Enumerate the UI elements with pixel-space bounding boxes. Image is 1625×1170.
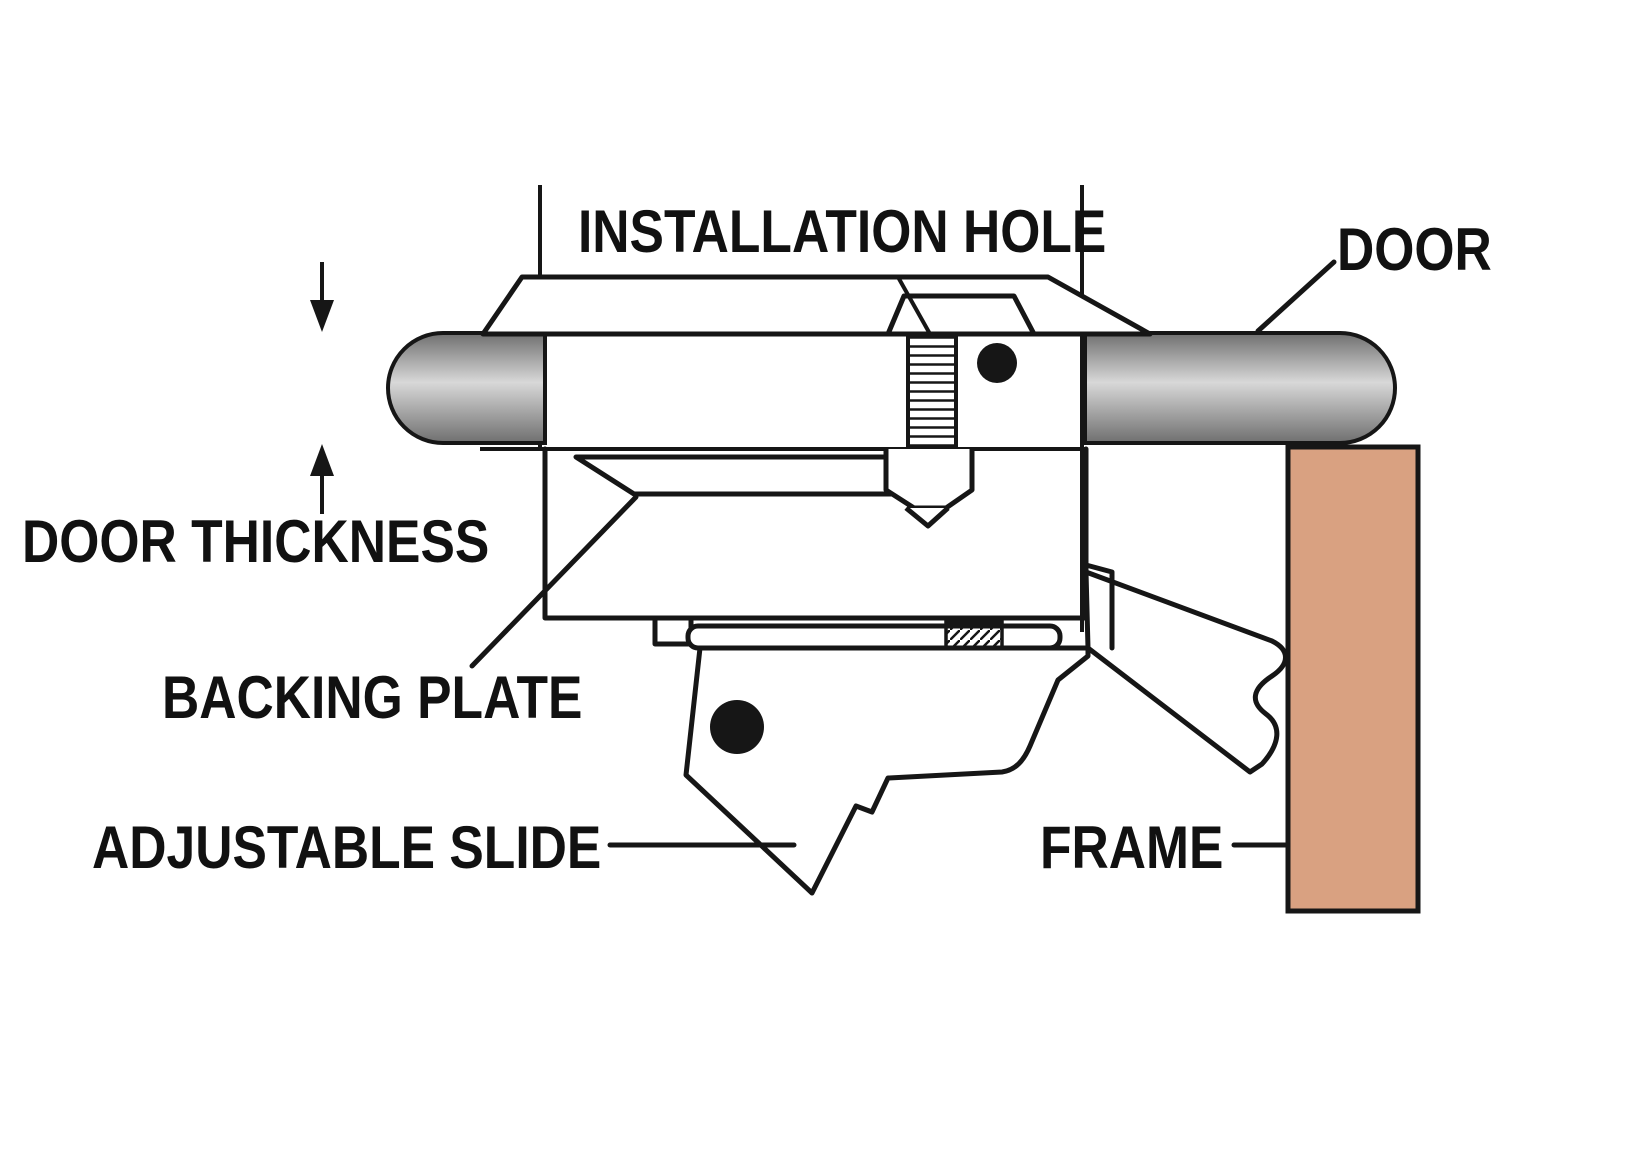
installation-hole-label: INSTALLATION HOLE	[577, 198, 1107, 265]
arrow-down-icon	[310, 300, 334, 332]
adjustable-slide-pawl	[683, 645, 1091, 896]
door-slab-right	[1083, 331, 1397, 445]
housing-tab	[652, 615, 694, 647]
door-label: DOOR	[1337, 216, 1492, 283]
slide-rivet-dot	[710, 700, 764, 754]
leader-backing-plate	[469, 494, 639, 669]
spring-washer	[944, 620, 1004, 650]
latch-bezel	[480, 274, 1153, 337]
slide-pivot-bar	[685, 623, 1063, 651]
screw-pocket	[885, 293, 1037, 337]
arrow-up-icon	[310, 444, 334, 476]
screw-nut-tip	[904, 506, 950, 529]
leader-door	[1255, 259, 1337, 334]
frame-bracket	[1083, 569, 1288, 775]
adjusting-screw	[906, 334, 958, 450]
frame-cross-section	[1285, 444, 1421, 914]
latch-housing	[542, 446, 1089, 621]
door-thickness-label: DOOR THICKNESS	[22, 508, 490, 575]
bezel-detail-line	[896, 276, 932, 335]
screw-head-dot	[977, 343, 1017, 383]
backing-plate-label: BACKING PLATE	[162, 664, 583, 731]
frame-label: FRAME	[1040, 814, 1224, 881]
latch-housing-step	[1083, 562, 1115, 651]
adjustable-slide-label: ADJUSTABLE SLIDE	[92, 814, 602, 881]
door-slab-left	[386, 331, 547, 445]
screw-nut-block	[883, 449, 975, 511]
